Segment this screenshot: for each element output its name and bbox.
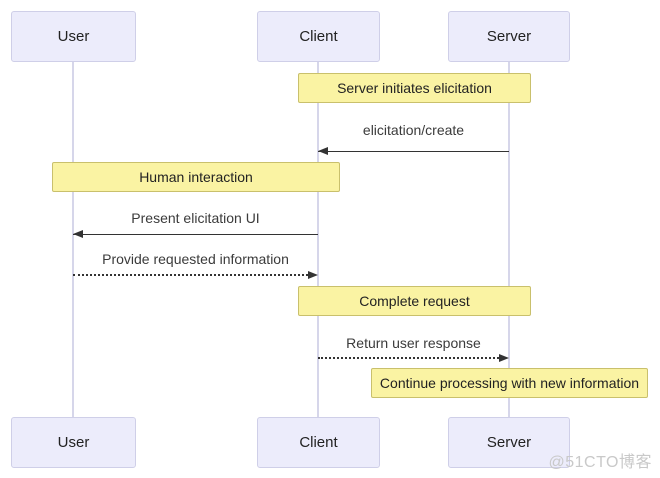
actor-client-bottom: Client (257, 417, 380, 468)
lifeline-client (317, 62, 319, 417)
message-line-elicitation-create (318, 151, 509, 152)
arrowhead-right-icon (308, 271, 318, 279)
note-server-initiates-elicitation: Server initiates elicitation (298, 73, 531, 103)
actor-server-bottom: Server (448, 417, 570, 468)
actor-server-top: Server (448, 11, 570, 62)
watermark: @51CTO博客 (548, 454, 652, 471)
note-continue-processing: Continue processing with new information (371, 368, 648, 398)
message-label-present-elicitation-ui: Present elicitation UI (131, 210, 260, 226)
note-human-interaction: Human interaction (52, 162, 340, 192)
arrowhead-right-icon (499, 354, 509, 362)
lifeline-server (508, 62, 510, 417)
message-line-present-elicitation-ui (73, 234, 318, 235)
arrowhead-left-icon (73, 230, 83, 238)
arrowhead-left-icon (318, 147, 328, 155)
actor-user-top: User (11, 11, 136, 62)
actor-user-bottom: User (11, 417, 136, 468)
actor-client-top: Client (257, 11, 380, 62)
message-line-provide-requested-information (73, 274, 308, 276)
note-complete-request: Complete request (298, 286, 531, 316)
message-label-return-user-response: Return user response (346, 335, 481, 351)
message-label-provide-requested-information: Provide requested information (102, 251, 289, 267)
message-label-elicitation-create: elicitation/create (362, 122, 465, 138)
lifeline-user (72, 62, 74, 417)
message-line-return-user-response (318, 357, 499, 359)
